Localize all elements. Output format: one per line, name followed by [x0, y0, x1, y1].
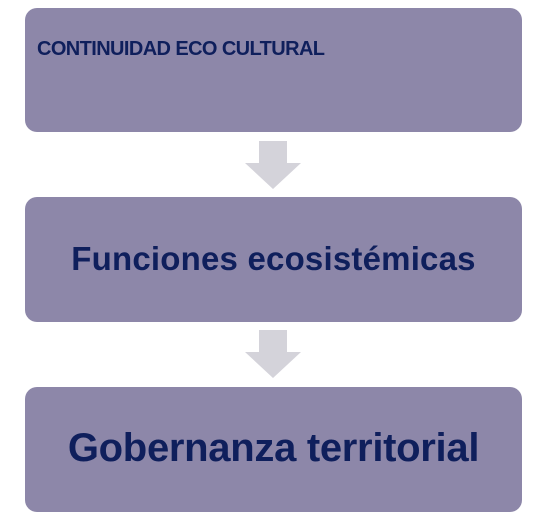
down-arrow-icon	[245, 141, 301, 189]
flow-step-gobernanza-territorial: Gobernanza territorial	[25, 387, 522, 512]
flow-step-funciones-ecosistemicas: Funciones ecosistémicas	[25, 197, 522, 322]
flow-step-continuidad-eco-cultural: CONTINUIDAD ECO CULTURAL	[25, 8, 522, 132]
flow-step-label: Gobernanza territorial	[67, 426, 480, 470]
down-arrow-icon	[245, 330, 301, 378]
flow-step-label: Funciones ecosistémicas	[71, 239, 476, 277]
flow-step-label: CONTINUIDAD ECO CULTURAL	[37, 38, 325, 60]
